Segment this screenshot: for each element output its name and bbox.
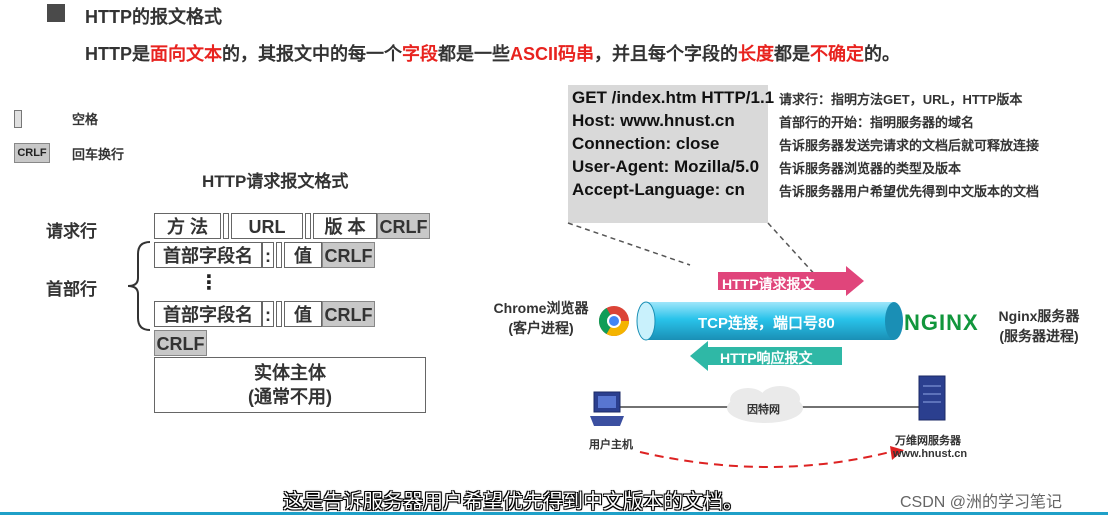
host-computer-icon [590,391,624,426]
message-annotation: 告诉服务器浏览器的类型及版本 [779,161,962,176]
blank-line-crlf: CRLF [154,330,207,356]
message-annotation: 请求行：指明方法GET，URL，HTTP版本 [779,92,1023,107]
crlf-legend-tag: CRLF [14,143,50,163]
space-legend-icon [14,110,22,128]
colon-cell: : [262,242,274,268]
request-format-title: HTTP请求报文格式 [202,172,349,191]
server-process-role: (服务器进程) [999,328,1079,344]
title-bullet [47,4,65,22]
crlf-cell: CRLF [377,213,430,239]
request-arrow [718,266,864,296]
space-separator [223,213,229,239]
client-role: (客户进程) [508,320,574,336]
intro-text: HTTP是面向文本的，其报文中的每一个字段都是一些ASCII码串，并且每个字段的… [85,44,901,64]
projection-line-left [567,222,691,266]
csdn-watermark: CSDN @洲的学习笔记 [900,494,1063,511]
version-cell: 版 本 [313,213,377,239]
request-arrow-label: HTTP请求报文 [722,276,815,292]
internet-label: 因特网 [747,404,780,416]
request-path-curve [639,451,891,468]
crlf-cell: CRLF [322,301,375,327]
video-subtitle: 这是告诉服务器用户希望优先得到中文版本的文档。 [283,491,743,513]
message-annotation: 告诉服务器用户希望优先得到中文版本的文档 [779,184,1040,199]
web-server-domain: www.hnust.cn [893,448,968,460]
header-line-label: 首部行 [46,280,97,299]
message-line: Accept-Language: cn [572,180,745,199]
host-label: 用户主机 [589,439,633,451]
message-annotation: 告诉服务器发送完请求的文档后就可释放连接 [779,138,1040,153]
header-name-cell: 首部字段名 [154,242,262,268]
crlf-legend-label: 回车换行 [72,147,125,162]
message-annotation: 首部行的开始：指明服务器的域名 [779,115,975,130]
tunnel-label: TCP连接，端口号80 [698,315,835,332]
network-diagram [567,222,946,468]
tcp-tunnel [646,302,894,340]
ellipsis: ⋮ [199,272,219,294]
chrome-icon [598,306,629,337]
colon-cell: : [262,301,274,327]
projection-line-right [767,222,819,279]
space-legend-label: 空格 [72,112,99,127]
web-server-label: 万维网服务器 [895,435,961,447]
client-name: Chrome浏览器 [493,300,589,316]
method-cell: 方 法 [154,213,221,239]
nginx-logo: NGINX [904,310,979,335]
message-line: Connection: close [572,134,720,153]
url-cell: URL [231,213,303,239]
example-message-box [568,85,768,223]
header-value-cell: 值 [284,242,322,268]
message-line: GET /index.htm HTTP/1.1 [572,88,775,107]
entity-body-title: 实体主体 [254,363,326,383]
header-brace [127,241,151,331]
server-icon [918,375,946,421]
entity-body: 实体主体 (通常不用) [154,357,426,413]
entity-body-note: (通常不用) [248,387,332,407]
crlf-cell: CRLF [322,242,375,268]
message-line: User-Agent: Mozilla/5.0 [572,157,760,176]
progress-bar-line [0,512,1108,515]
section-title: HTTP的报文格式 [85,7,222,27]
header-value-cell: 值 [284,301,322,327]
request-line-label: 请求行 [46,222,97,241]
response-arrow-label: HTTP响应报文 [720,350,813,366]
space-separator [276,242,282,268]
message-line: Host: www.hnust.cn [572,111,735,130]
header-name-cell: 首部字段名 [154,301,262,327]
server-process-name: Nginx服务器 [998,308,1080,324]
space-separator [305,213,311,239]
response-arrow [690,341,842,371]
space-separator [276,301,282,327]
internet-cloud-icon [727,386,803,423]
